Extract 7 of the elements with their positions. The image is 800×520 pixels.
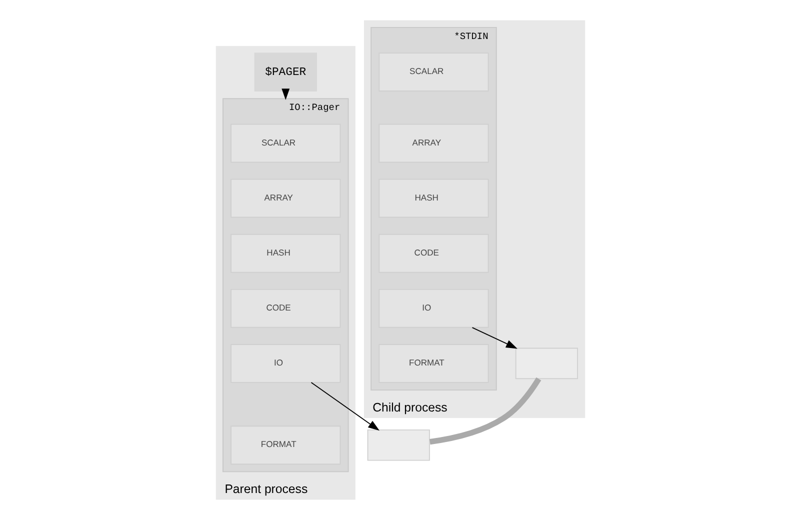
node-box: IO [378, 288, 488, 328]
arrow [471, 327, 517, 349]
arrow [310, 382, 379, 431]
connector [429, 377, 541, 445]
node-box [514, 348, 578, 380]
node-box: IO [230, 344, 340, 383]
node-box [366, 429, 430, 461]
